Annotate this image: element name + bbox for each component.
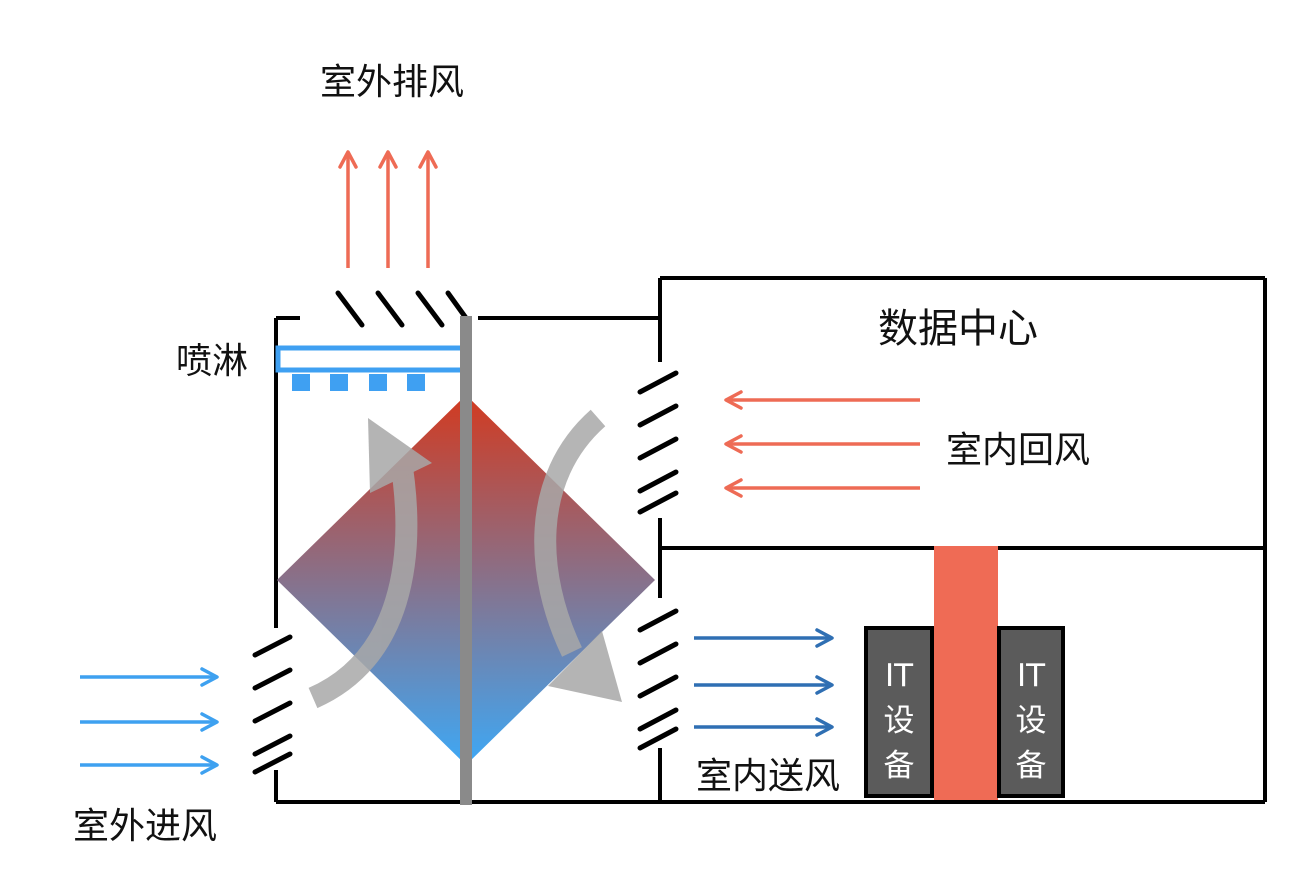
intake-arrows: [80, 667, 219, 775]
return-louvers: [637, 370, 679, 515]
label-outdoor-exhaust: 室外排风: [320, 62, 464, 103]
it-rack-label: 设: [1016, 703, 1047, 739]
spray-header: [275, 345, 471, 391]
it-rack-label: IT: [1017, 658, 1046, 694]
label-indoor-supply: 室内送风: [696, 756, 840, 797]
label-data-center: 数据中心: [878, 306, 1038, 352]
label-indoor-return: 室内回风: [946, 430, 1090, 471]
label-spray: 喷淋: [176, 341, 248, 382]
supply-louvers: [637, 608, 679, 751]
it-rack-label: 设: [884, 703, 915, 739]
it-rack-label: 备: [884, 748, 915, 784]
supply-arrows: [694, 628, 834, 737]
it-rack: IT 设 备: [997, 626, 1065, 798]
intake-louvers: [252, 634, 293, 775]
return-arrows: [724, 390, 920, 498]
airflow-curves: [308, 409, 622, 709]
label-outdoor-intake: 室外进风: [73, 806, 217, 847]
data-center-room: [660, 276, 1267, 804]
exhaust-arrows: [338, 150, 438, 268]
exhaust-louvers: [335, 290, 469, 328]
hot-aisle-column: [934, 546, 998, 800]
it-rack-label: 备: [1016, 748, 1047, 784]
it-rack-label: IT: [885, 658, 914, 694]
it-rack: IT 设 备: [864, 626, 934, 798]
